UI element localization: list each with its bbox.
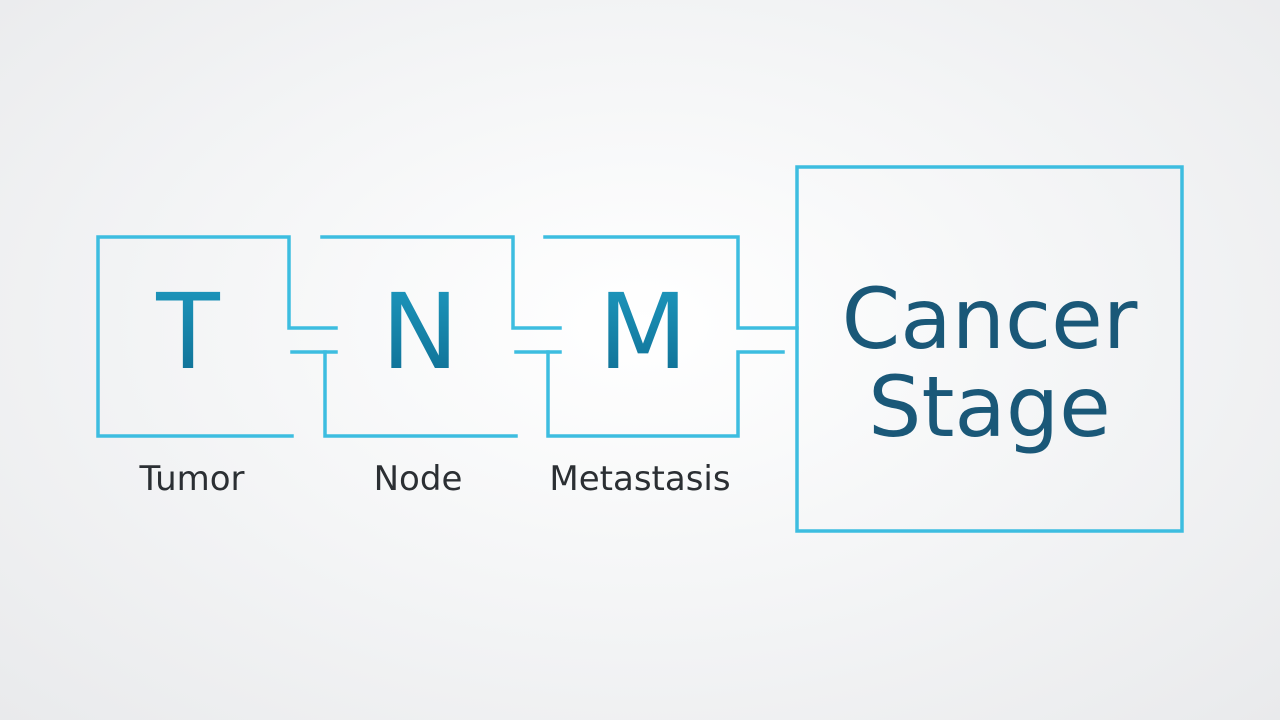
cancer-stage-box — [795, 165, 1184, 533]
box-t-outline — [96, 235, 338, 438]
caption-node: Node — [373, 459, 463, 499]
letter-n: N — [325, 280, 515, 384]
box-n-outline — [320, 235, 562, 438]
caption-metastasis: Metastasis — [549, 459, 731, 499]
cancer-stage-line2: Stage — [868, 358, 1111, 456]
cancer-stage-line1: Cancer — [841, 270, 1138, 368]
letter-t: T — [93, 280, 283, 384]
box-m-outline — [543, 235, 799, 438]
caption-tumor: Tumor — [139, 459, 245, 499]
letter-m: M — [548, 280, 738, 384]
